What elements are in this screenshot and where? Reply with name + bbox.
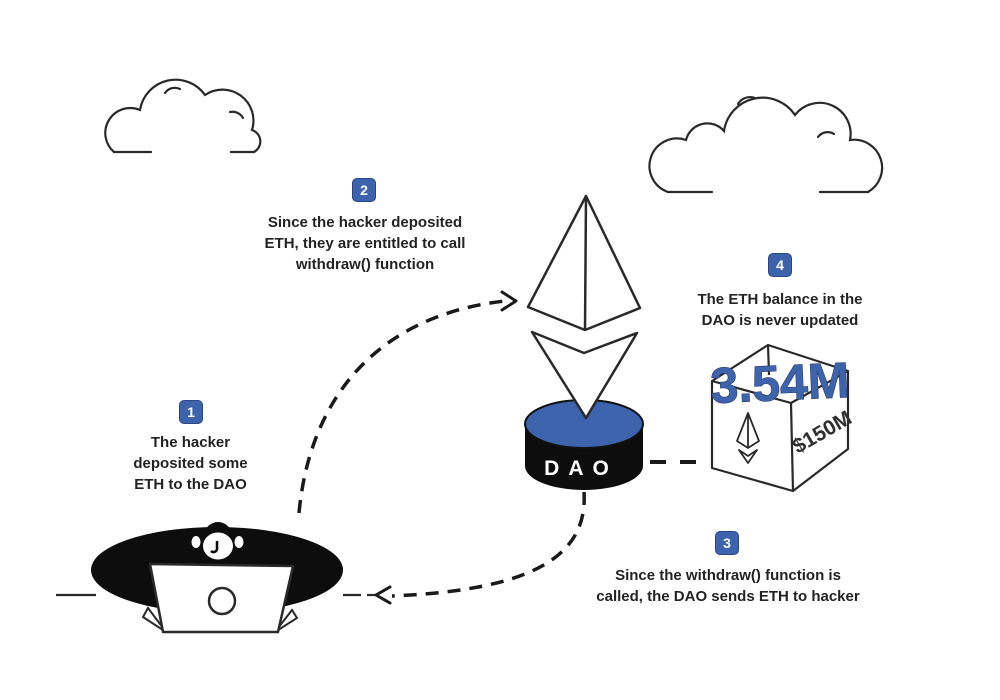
vault-box: 3.54M $150M: [709, 343, 856, 493]
ethereum-small-icon: [736, 412, 760, 464]
step-1-badge: 1: [179, 400, 203, 424]
dao-label: DAO: [544, 457, 618, 480]
step-4-badge: 4: [768, 253, 792, 277]
step-4-caption: The ETH balance in the DAO is never upda…: [697, 291, 863, 329]
step-3-badge: 3: [715, 531, 739, 555]
step-3-caption: Since the withdraw() function is called,…: [596, 567, 860, 605]
deposit-arrow: [297, 290, 518, 514]
ethereum-icon: [526, 194, 642, 420]
cloud-icon: [104, 78, 262, 154]
step-2-badge: 2: [352, 178, 376, 202]
dao-cylinder: DAO: [524, 399, 644, 490]
step-1-caption: The hacker deposited some ETH to the DAO: [133, 434, 248, 493]
cloud-icon: [648, 96, 884, 194]
withdraw-arrow: [374, 491, 586, 605]
hacker-figure: [91, 522, 343, 634]
vault-eth-amount: 3.54M: [709, 352, 850, 414]
step-2-caption: Since the hacker deposited ETH, they are…: [264, 214, 466, 273]
laptop-logo: [207, 586, 237, 616]
